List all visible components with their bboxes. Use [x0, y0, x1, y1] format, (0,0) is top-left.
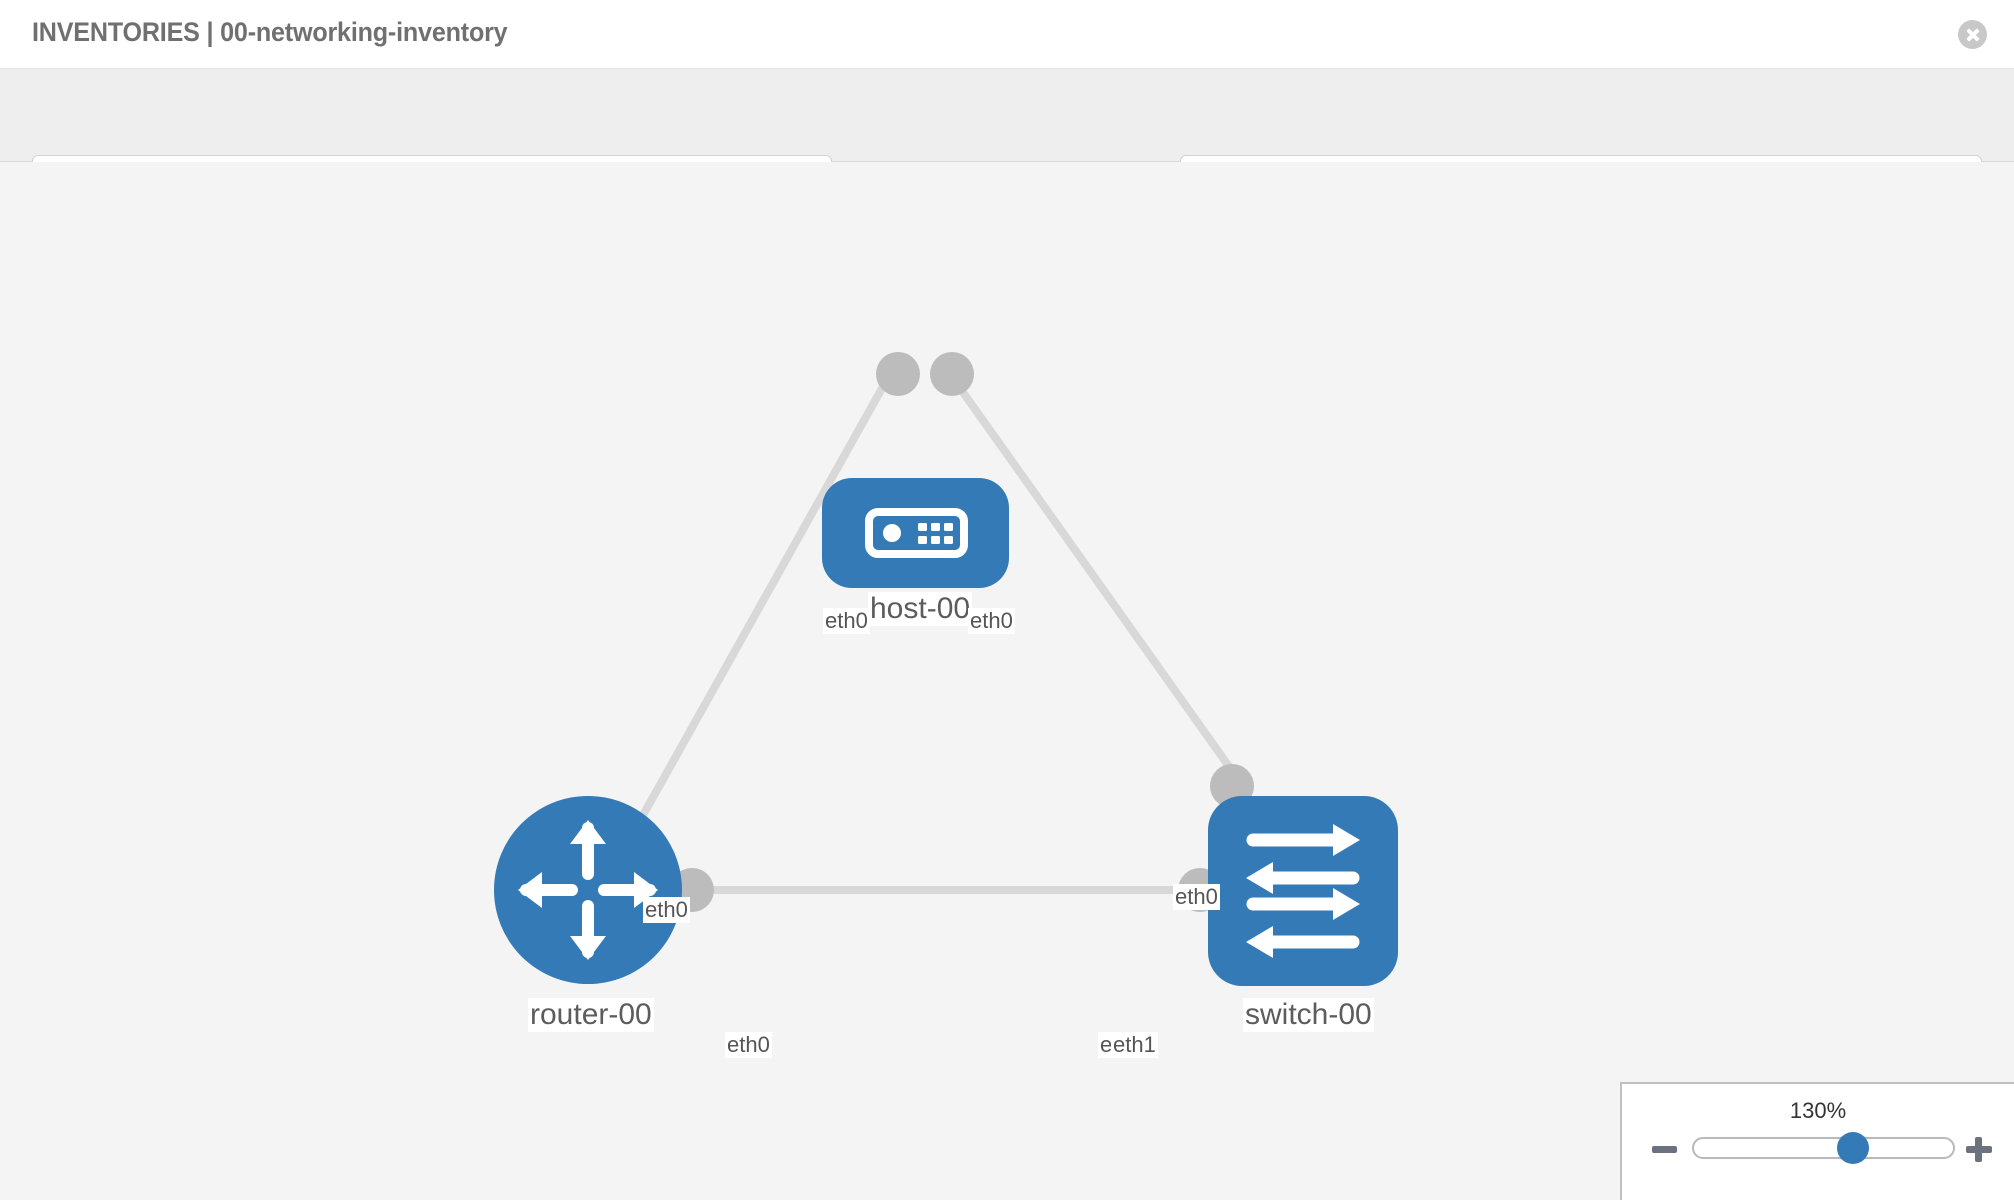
connector-host-right[interactable] — [930, 352, 974, 396]
toolbar: ACTIONS SEARCH — [0, 69, 2014, 214]
iface-label-host-right: eth0 — [968, 608, 1015, 634]
node-label-host-00: host-00 — [868, 592, 973, 626]
node-label-switch-00: switch-00 — [1243, 998, 1374, 1032]
graph-connectors — [670, 352, 1254, 912]
iface-label-switch-up: eth0 — [1173, 884, 1220, 910]
zoom-slider-thumb[interactable] — [1837, 1132, 1870, 1164]
iface-label-host-left: eth0 — [823, 608, 870, 634]
iface-label-router-right: eth0 — [725, 1032, 772, 1058]
zoom-slider[interactable] — [1692, 1132, 1955, 1164]
zoom-level-value: 130% — [1789, 1098, 1847, 1123]
connector-host-left[interactable] — [876, 352, 920, 396]
iface-label-router-up: eth0 — [643, 897, 690, 923]
zoom-control-panel: 130% — [1620, 1082, 2014, 1200]
zoom-in-button[interactable] — [1964, 1134, 1994, 1164]
link-host-switch[interactable] — [946, 371, 1244, 785]
link-host-router[interactable] — [596, 372, 894, 894]
node-switch-00[interactable] — [1208, 796, 1398, 986]
graph-links — [596, 371, 1250, 894]
close-icon[interactable] — [1958, 20, 1987, 49]
node-router-00[interactable] — [494, 796, 682, 984]
iface-label-switch-left: eth1 — [1111, 1032, 1158, 1058]
zoom-out-button[interactable] — [1650, 1134, 1680, 1164]
node-label-router-00: router-00 — [528, 998, 654, 1032]
page-header: INVENTORIES | 00-networking-inventory — [0, 0, 2014, 69]
node-host-00[interactable] — [822, 478, 1009, 588]
page-title: INVENTORIES | 00-networking-inventory — [32, 17, 508, 47]
topology-graph — [494, 352, 1398, 986]
topology-canvas[interactable]: host-00 router-00 switch-00 eth0 eth0 et… — [0, 162, 2014, 1200]
